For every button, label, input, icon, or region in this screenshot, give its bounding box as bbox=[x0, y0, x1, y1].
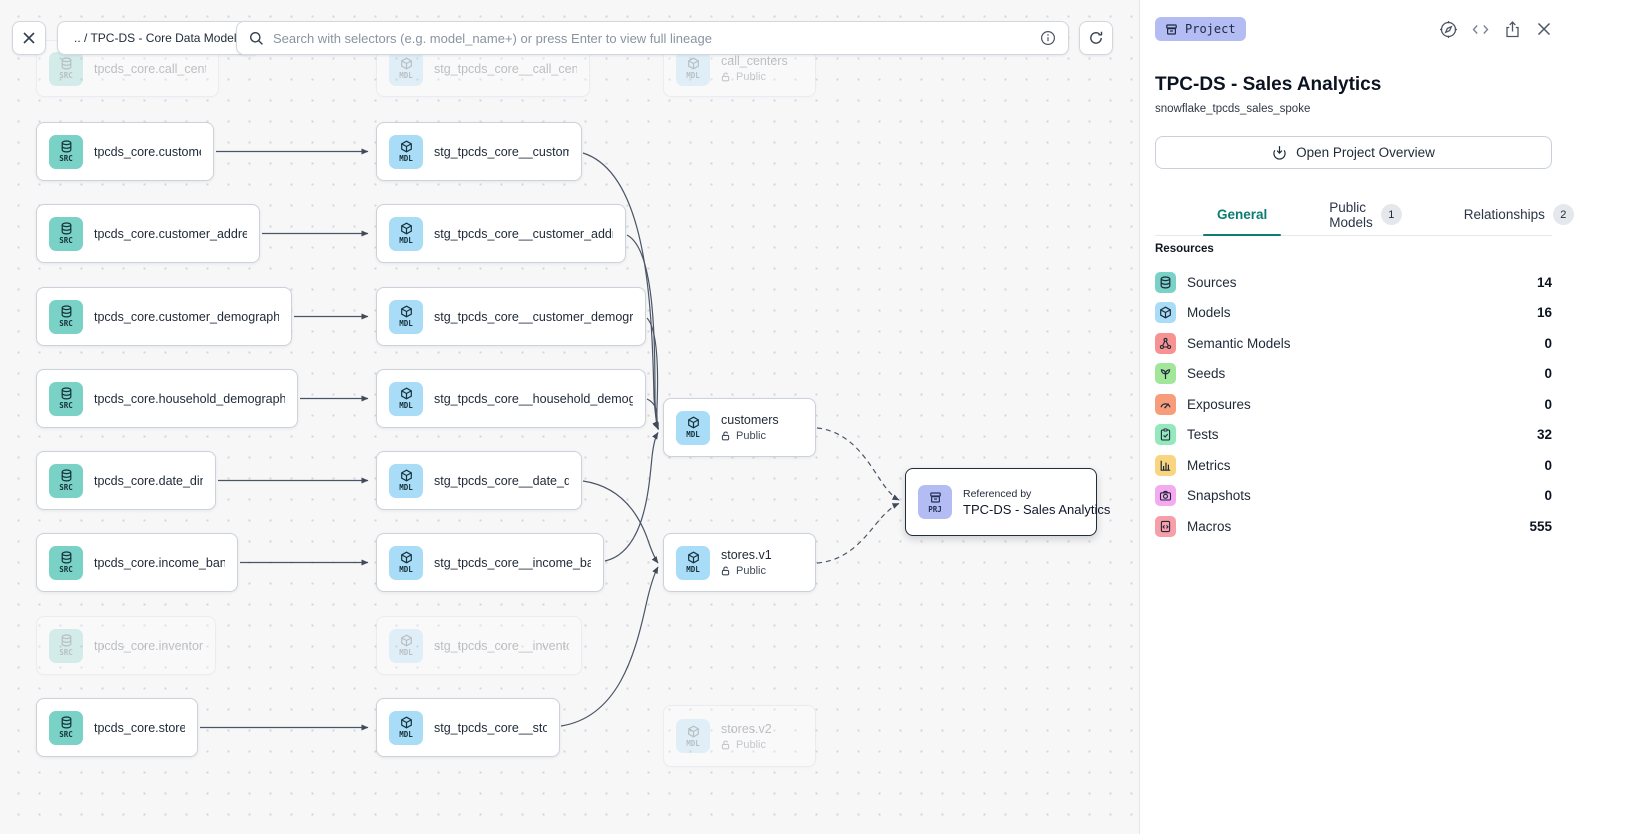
compass-icon bbox=[1439, 20, 1457, 38]
source-icon: SRC bbox=[49, 628, 83, 663]
close-lineage-button[interactable] bbox=[12, 21, 46, 55]
refresh-icon bbox=[1090, 31, 1103, 44]
node-src-inventory[interactable]: SRC tpcds_core.inventory bbox=[36, 616, 216, 675]
open-project-overview-button[interactable]: Open Project Overview bbox=[1155, 136, 1552, 169]
code-icon bbox=[1472, 24, 1488, 34]
close-icon bbox=[23, 32, 35, 44]
resources-list: Sources 14 Models 16 Semantic Models 0 S… bbox=[1155, 267, 1552, 542]
lock-open-icon bbox=[721, 72, 730, 82]
project-icon: PRJ bbox=[918, 485, 952, 519]
lock-open-icon bbox=[721, 566, 730, 576]
node-stg-household-demographics[interactable]: MDL stg_tpcds_core__household_demogr… bbox=[376, 369, 646, 428]
details-panel: Project TPC-DS - Sales Analytics snowfla… bbox=[1139, 0, 1648, 834]
share-icon bbox=[1505, 20, 1519, 37]
database-icon bbox=[1155, 271, 1176, 293]
lineage-canvas[interactable]: SRC tpcds_core.call_center SRC tpcds_cor… bbox=[0, 0, 1139, 834]
model-icon: MDL bbox=[389, 545, 423, 580]
node-stg-date-dim[interactable]: MDL stg_tpcds_core__date_dim bbox=[376, 451, 582, 510]
node-src-household-demographics[interactable]: SRC tpcds_core.household_demographics bbox=[36, 369, 298, 428]
source-icon: SRC bbox=[49, 545, 83, 580]
breadcrumb[interactable]: .. / TPC-DS - Core Data Models bbox=[57, 21, 260, 55]
model-icon: MDL bbox=[676, 545, 710, 580]
refresh-button[interactable] bbox=[1079, 21, 1113, 55]
project-icon bbox=[1166, 23, 1177, 35]
node-stg-customer[interactable]: MDL stg_tpcds_core__customer bbox=[376, 122, 582, 181]
lineage-search bbox=[236, 21, 1069, 55]
model-icon: MDL bbox=[389, 216, 423, 251]
model-icon: MDL bbox=[389, 134, 423, 169]
model-icon: MDL bbox=[389, 628, 423, 663]
model-icon: MDL bbox=[676, 51, 710, 86]
model-icon: MDL bbox=[389, 299, 423, 334]
node-stg-customer-address[interactable]: MDL stg_tpcds_core__customer_address bbox=[376, 204, 626, 263]
gauge-icon bbox=[1155, 393, 1176, 415]
node-stg-income-band[interactable]: MDL stg_tpcds_core__income_band bbox=[376, 533, 604, 592]
node-stg-store[interactable]: MDL stg_tpcds_core__store bbox=[376, 698, 560, 757]
node-project-reference[interactable]: PRJ Referenced by TPC-DS - Sales Analyti… bbox=[905, 468, 1110, 536]
cube-icon bbox=[1155, 302, 1176, 324]
resource-row-models: Models 16 bbox=[1155, 298, 1552, 329]
node-src-date-dim[interactable]: SRC tpcds_core.date_dim bbox=[36, 451, 216, 510]
resource-type-badge: Project bbox=[1155, 17, 1246, 41]
code-file-icon bbox=[1155, 515, 1176, 537]
tab-count-badge: 1 bbox=[1380, 204, 1402, 225]
tab-general[interactable]: General bbox=[1203, 194, 1282, 236]
camera-icon bbox=[1155, 485, 1176, 507]
lock-open-icon bbox=[721, 431, 730, 441]
source-icon: SRC bbox=[49, 216, 83, 251]
resource-row-seeds: Seeds 0 bbox=[1155, 359, 1552, 390]
lock-open-icon bbox=[721, 740, 730, 749]
model-icon: MDL bbox=[389, 710, 423, 745]
resource-row-exposures: Exposures 0 bbox=[1155, 389, 1552, 420]
node-public-stores-v2[interactable]: MDL stores.v2 Public bbox=[663, 705, 816, 767]
resources-heading: Resources bbox=[1155, 243, 1214, 255]
model-icon: MDL bbox=[389, 463, 423, 498]
node-public-stores-v1[interactable]: MDL stores.v1 Public bbox=[663, 533, 816, 592]
source-icon: SRC bbox=[49, 134, 83, 169]
project-slug: snowflake_tpcds_sales_spoke bbox=[1155, 103, 1311, 115]
info-icon[interactable] bbox=[1040, 30, 1056, 46]
close-icon bbox=[1537, 22, 1551, 36]
model-icon: MDL bbox=[676, 719, 710, 753]
clipboard-check-icon bbox=[1155, 424, 1176, 446]
tab-relationships[interactable]: Relationships 2 bbox=[1450, 194, 1588, 235]
node-public-call-centers[interactable]: MDL call_centers Public bbox=[663, 40, 816, 97]
node-stg-customer-demographics[interactable]: MDL stg_tpcds_core__customer_demogra… bbox=[376, 287, 646, 346]
resource-row-snapshots: Snapshots 0 bbox=[1155, 481, 1552, 512]
node-src-store[interactable]: SRC tpcds_core.store bbox=[36, 698, 198, 757]
resource-row-tests: Tests 32 bbox=[1155, 420, 1552, 451]
page-title: TPC-DS - Sales Analytics bbox=[1155, 74, 1382, 95]
model-icon: MDL bbox=[676, 410, 710, 445]
node-stg-inventory[interactable]: MDL stg_tpcds_core__inventory bbox=[376, 616, 582, 675]
source-icon: SRC bbox=[49, 51, 83, 86]
source-icon: SRC bbox=[49, 463, 83, 498]
network-icon bbox=[1155, 332, 1176, 354]
source-icon: SRC bbox=[49, 381, 83, 416]
search-icon bbox=[250, 31, 263, 45]
explore-compass-button[interactable] bbox=[1437, 18, 1459, 40]
model-icon: MDL bbox=[389, 51, 423, 86]
bar-chart-icon bbox=[1155, 454, 1176, 476]
node-public-customers[interactable]: MDL customers Public bbox=[663, 398, 816, 457]
code-button[interactable] bbox=[1469, 18, 1491, 40]
source-icon: SRC bbox=[49, 710, 83, 745]
resource-row-semantic-models: Semantic Models 0 bbox=[1155, 328, 1552, 359]
node-src-income-band[interactable]: SRC tpcds_core.income_band bbox=[36, 533, 238, 592]
resource-row-macros: Macros 555 bbox=[1155, 511, 1552, 542]
open-overview-icon bbox=[1273, 146, 1286, 160]
seedling-icon bbox=[1155, 363, 1176, 385]
tab-public-models[interactable]: Public Models 1 bbox=[1315, 194, 1416, 235]
resource-row-metrics: Metrics 0 bbox=[1155, 450, 1552, 481]
panel-tabs: General Public Models 1 Relationships 2 bbox=[1155, 194, 1574, 236]
resource-row-sources: Sources 14 bbox=[1155, 267, 1552, 298]
node-src-customer-demographics[interactable]: SRC tpcds_core.customer_demographics bbox=[36, 287, 292, 346]
share-button[interactable] bbox=[1501, 18, 1523, 40]
source-icon: SRC bbox=[49, 299, 83, 334]
node-src-customer[interactable]: SRC tpcds_core.customer bbox=[36, 122, 214, 181]
node-src-customer-address[interactable]: SRC tpcds_core.customer_address bbox=[36, 204, 260, 263]
tab-count-badge: 2 bbox=[1552, 204, 1574, 225]
model-icon: MDL bbox=[389, 381, 423, 416]
close-panel-button[interactable] bbox=[1533, 18, 1555, 40]
search-input[interactable] bbox=[273, 30, 1031, 46]
